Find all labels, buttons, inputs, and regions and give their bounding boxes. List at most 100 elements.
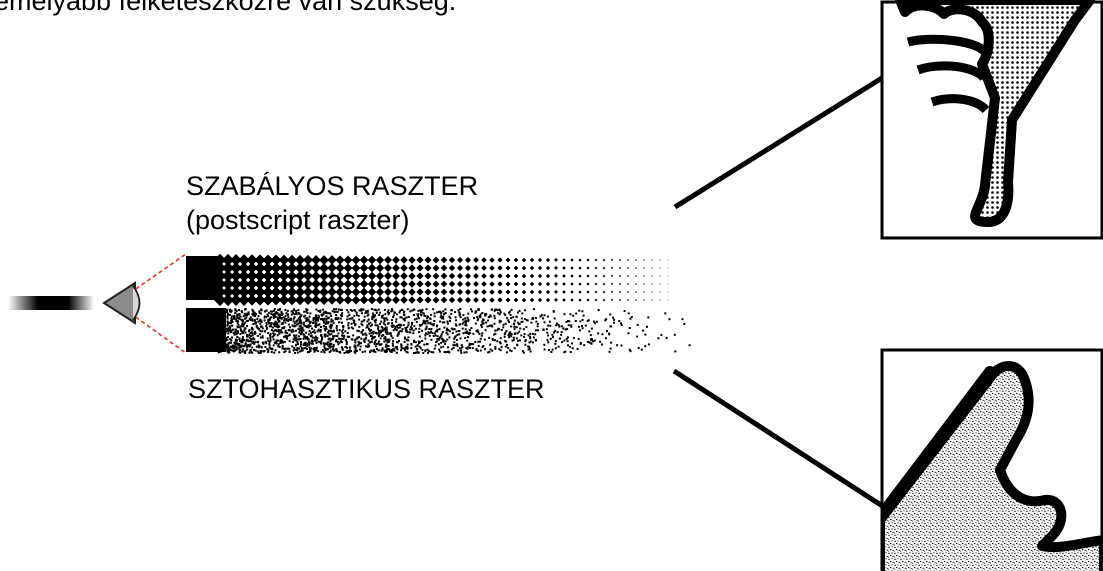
stochastic-dot [397, 326, 400, 329]
stochastic-dot [443, 350, 446, 353]
stochastic-dot [411, 309, 414, 312]
stochastic-dot [374, 350, 377, 353]
stochastic-dot [296, 341, 299, 344]
stochastic-dot [256, 350, 259, 353]
regular-halftone-dot [383, 271, 393, 280]
regular-halftone-dot [513, 265, 519, 271]
stochastic-dot [292, 320, 295, 323]
stochastic-dot [260, 319, 263, 322]
stochastic-dot [552, 336, 554, 339]
stochastic-dot [249, 337, 252, 340]
stochastic-dot [336, 310, 339, 313]
stochastic-dot [298, 328, 301, 331]
stochastic-dot [497, 327, 500, 330]
stochastic-dot [590, 337, 593, 340]
stochastic-dot [313, 347, 316, 349]
stochastic-dot [391, 324, 394, 327]
stochastic-dot [378, 340, 381, 343]
stochastic-dot [528, 341, 531, 344]
regular-halftone-dot [424, 256, 432, 264]
stochastic-dot [224, 348, 227, 351]
stochastic-dot [436, 338, 439, 340]
stochastic-dot [294, 329, 297, 332]
stochastic-dot [391, 322, 394, 325]
stochastic-dot [236, 313, 239, 316]
stochastic-dot [311, 342, 314, 345]
stochastic-dot [228, 330, 231, 333]
stochastic-dot [293, 316, 296, 319]
stochastic-dot [240, 324, 243, 327]
stochastic-dot [529, 340, 532, 343]
stochastic-dot [293, 347, 296, 349]
stochastic-dot [448, 315, 451, 318]
stochastic-dot [479, 313, 482, 316]
stochastic-dot [280, 329, 283, 332]
stochastic-dot [292, 317, 295, 320]
stochastic-dot [324, 329, 327, 332]
stochastic-dot [434, 334, 437, 337]
regular-halftone-dot [481, 297, 487, 303]
stochastic-dot [287, 323, 290, 326]
stochastic-dot [385, 339, 387, 342]
stochastic-dot [369, 325, 372, 328]
regular-halftone-dot [586, 274, 590, 278]
regular-halftone-dot [213, 269, 227, 283]
stochastic-dot [221, 309, 224, 311]
stochastic-dot [297, 317, 300, 320]
stochastic-dot [281, 347, 284, 350]
stochastic-dot [332, 335, 335, 338]
stochastic-dot [252, 323, 255, 325]
stochastic-dot [265, 326, 268, 329]
stochastic-dot [278, 320, 281, 323]
stochastic-dot [386, 311, 389, 314]
stochastic-dot [500, 329, 503, 331]
stochastic-dot [366, 345, 369, 348]
regular-halftone-dot [416, 272, 424, 280]
stochastic-dot [455, 338, 458, 341]
stochastic-dot [620, 322, 622, 325]
stochastic-dot [330, 318, 333, 321]
stochastic-dot [476, 329, 479, 332]
stochastic-dot [323, 351, 326, 354]
stochastic-dot [317, 350, 320, 353]
stochastic-dot [542, 329, 545, 331]
stochastic-dot [218, 330, 221, 333]
stochastic-dot [327, 321, 330, 323]
stochastic-dot [396, 334, 399, 337]
stochastic-dot [314, 338, 317, 341]
stochastic-dot [436, 335, 439, 338]
stochastic-dot [308, 330, 311, 333]
regular-halftone-dot [213, 285, 227, 299]
stochastic-dot [297, 322, 300, 325]
stochastic-dot [461, 327, 464, 330]
regular-halftone-dot [246, 294, 258, 306]
stochastic-dot [237, 324, 240, 327]
regular-halftone-dot [319, 295, 329, 305]
stochastic-dot [567, 344, 569, 347]
regular-halftone-dot [489, 265, 495, 271]
stochastic-dot [242, 325, 245, 328]
stochastic-dot [384, 351, 387, 353]
regular-halftone-dot [286, 262, 298, 274]
stochastic-dot [252, 342, 255, 344]
stochastic-dot [545, 328, 548, 331]
stochastic-dot [322, 342, 325, 345]
stochastic-dot [276, 329, 279, 332]
stochastic-dot [426, 333, 429, 336]
stochastic-dot [464, 319, 467, 322]
stochastic-dot [278, 316, 281, 318]
stochastic-dot [375, 309, 378, 312]
stochastic-dot [442, 345, 445, 348]
regular-halftone-dot [375, 255, 385, 265]
regular-halftone-dot [221, 293, 235, 307]
stochastic-dot [327, 341, 329, 344]
stochastic-dot [257, 315, 260, 318]
stochastic-dot [233, 316, 236, 319]
regular-halftone-dot [667, 283, 669, 285]
stochastic-dot [290, 313, 293, 316]
stochastic-dot [499, 342, 502, 345]
stochastic-dot [303, 343, 306, 346]
stochastic-dot [534, 317, 537, 319]
stochastic-dot [347, 322, 350, 325]
regular-halftone-dot [262, 278, 274, 290]
